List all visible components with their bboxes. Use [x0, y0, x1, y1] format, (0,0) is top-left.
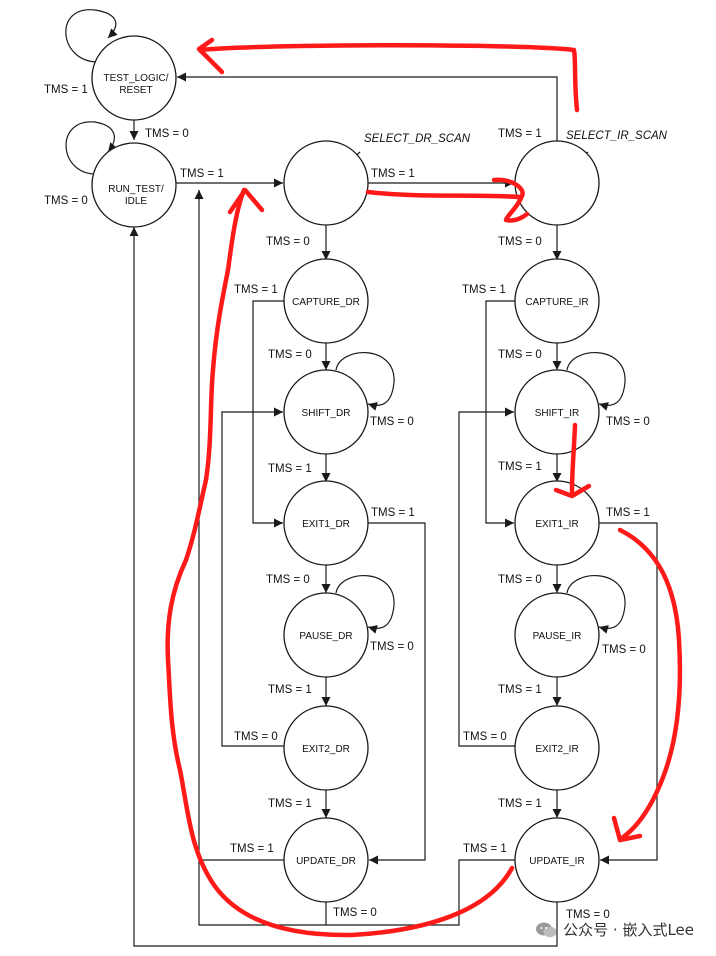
annotation-path-dr-to-ir — [365, 189, 523, 200]
tms-label: TMS = 1 — [230, 843, 274, 855]
state-exit1-dr — [283, 480, 369, 566]
capture-dr-label: CAPTURE_DR — [292, 297, 360, 308]
tms-label: TMS = 0 — [498, 574, 542, 586]
pause-dr-label: PAUSE_DR — [299, 631, 352, 642]
tms-label: TMS = 0 — [268, 349, 312, 361]
state-pause-ir — [514, 592, 600, 678]
idle-label-line1: RUN_TEST/ — [108, 184, 164, 195]
pause-ir-label: PAUSE_IR — [533, 631, 582, 642]
state-shift-dr — [283, 369, 369, 455]
annotation-path-ir-to-reset — [197, 42, 580, 113]
annotation-path-exit-update — [617, 527, 683, 841]
tms-label: TMS = 1 — [268, 798, 312, 810]
state-exit2-ir — [514, 705, 600, 791]
edge-reset-self — [65, 9, 118, 63]
annotation-path-shift-exit — [569, 422, 578, 495]
state-select-dr-scan — [283, 140, 369, 226]
exit2-dr-label: EXIT2_DR — [302, 744, 350, 755]
tms-label: TMS = 0 — [498, 236, 542, 248]
tms-label: TMS = 1 — [498, 798, 542, 810]
wechat-official-account-icon — [535, 921, 557, 939]
update-ir-label: UPDATE_IR — [529, 856, 584, 867]
tms-label: TMS = 1 — [498, 461, 542, 473]
red-annotations — [165, 37, 683, 938]
tms-label: TMS = 1 — [498, 684, 542, 696]
annotation-path-loop — [165, 187, 515, 938]
state-run-test-idle — [91, 142, 177, 228]
tms-label: TMS = 1 — [268, 684, 312, 696]
select-dr-scan-label: SELECT_DR_SCAN — [364, 133, 471, 145]
edge-selectir-reset — [177, 72, 558, 142]
transition-labels: TMS = 1 TMS = 0 TMS = 0 TMS = 1 TMS = 1 … — [44, 84, 650, 921]
state-capture-ir — [514, 258, 600, 344]
edge-exit2dr-shiftdr — [221, 407, 284, 747]
edge-updateir-idle — [129, 227, 558, 947]
update-dr-label: UPDATE_DR — [296, 856, 356, 867]
tms-label: TMS = 1 — [44, 84, 88, 96]
exit2-ir-label: EXIT2_IR — [535, 744, 578, 755]
tms-label: TMS = 0 — [602, 644, 646, 656]
tms-label: TMS = 1 — [371, 507, 415, 519]
tms-label: TMS = 1 — [371, 168, 415, 180]
exit1-ir-label: EXIT1_IR — [535, 519, 578, 530]
edge-pausedr-self — [335, 575, 395, 634]
edge-updateir-selectdr — [326, 859, 516, 926]
tms-label: TMS = 0 — [234, 731, 278, 743]
tms-label: TMS = 0 — [463, 731, 507, 743]
exit1-dr-label: EXIT1_DR — [302, 519, 350, 530]
tms-label: TMS = 0 — [333, 907, 377, 919]
tms-label: TMS = 1 — [180, 168, 224, 180]
nodes — [91, 35, 600, 903]
tms-label: TMS = 0 — [498, 349, 542, 361]
state-update-dr — [283, 817, 369, 903]
state-pause-dr — [283, 592, 369, 678]
edge-exit2ir-shiftir — [458, 407, 515, 747]
reset-label-line1: TEST_LOGIC/ — [103, 73, 168, 84]
state-shift-ir — [514, 369, 600, 455]
reset-label-line2: RESET — [119, 85, 152, 96]
tms-label: TMS = 1 — [268, 463, 312, 475]
tms-label: TMS = 0 — [370, 416, 414, 428]
edge-updatedr-idle — [198, 860, 327, 926]
annotation-arrowhead — [611, 815, 643, 843]
edge-exit1dr-updatedr — [368, 522, 426, 865]
shift-dr-label: SHIFT_DR — [302, 408, 351, 419]
edge-shiftir-self — [566, 352, 626, 411]
tms-label: TMS = 1 — [234, 284, 278, 296]
tms-label: TMS = 1 — [498, 128, 542, 140]
tms-label: TMS = 0 — [566, 909, 610, 921]
tms-label: TMS = 0 — [44, 195, 88, 207]
tms-label: TMS = 1 — [463, 843, 507, 855]
shift-ir-label: SHIFT_IR — [535, 408, 579, 419]
tms-label: TMS = 0 — [145, 128, 189, 140]
state-exit1-ir — [514, 480, 600, 566]
tms-label: TMS = 1 — [606, 507, 650, 519]
idle-label-line2: IDLE — [125, 196, 148, 207]
edge-idle-self — [65, 121, 118, 175]
edge-shiftdr-self — [335, 352, 395, 411]
state-test-logic-reset — [91, 35, 177, 121]
state-labels: TEST_LOGIC/ RESET RUN_TEST/ IDLE CAPTURE… — [103, 73, 667, 867]
edge-pauseir-self — [566, 575, 626, 634]
tms-label: TMS = 0 — [266, 236, 310, 248]
annotation-arrowhead — [227, 187, 265, 215]
state-capture-dr — [283, 258, 369, 344]
tms-label: TMS = 0 — [266, 574, 310, 586]
state-update-ir — [514, 817, 600, 903]
tms-label: TMS = 0 — [606, 416, 650, 428]
annotation-arrowhead — [553, 483, 592, 499]
tms-label: TMS = 1 — [462, 284, 506, 296]
watermark: 公众号 · 嵌入式Lee — [535, 919, 694, 940]
state-exit2-dr — [283, 705, 369, 791]
capture-ir-label: CAPTURE_IR — [525, 297, 588, 308]
tms-label: TMS = 0 — [370, 641, 414, 653]
annotation-arrowhead — [196, 37, 225, 75]
select-ir-scan-label: SELECT_IR_SCAN — [566, 130, 668, 142]
annotation-arrowhead — [491, 177, 530, 223]
watermark-text: 公众号 · 嵌入式Lee — [563, 921, 694, 939]
edge-exit1ir-updateir — [599, 522, 658, 865]
